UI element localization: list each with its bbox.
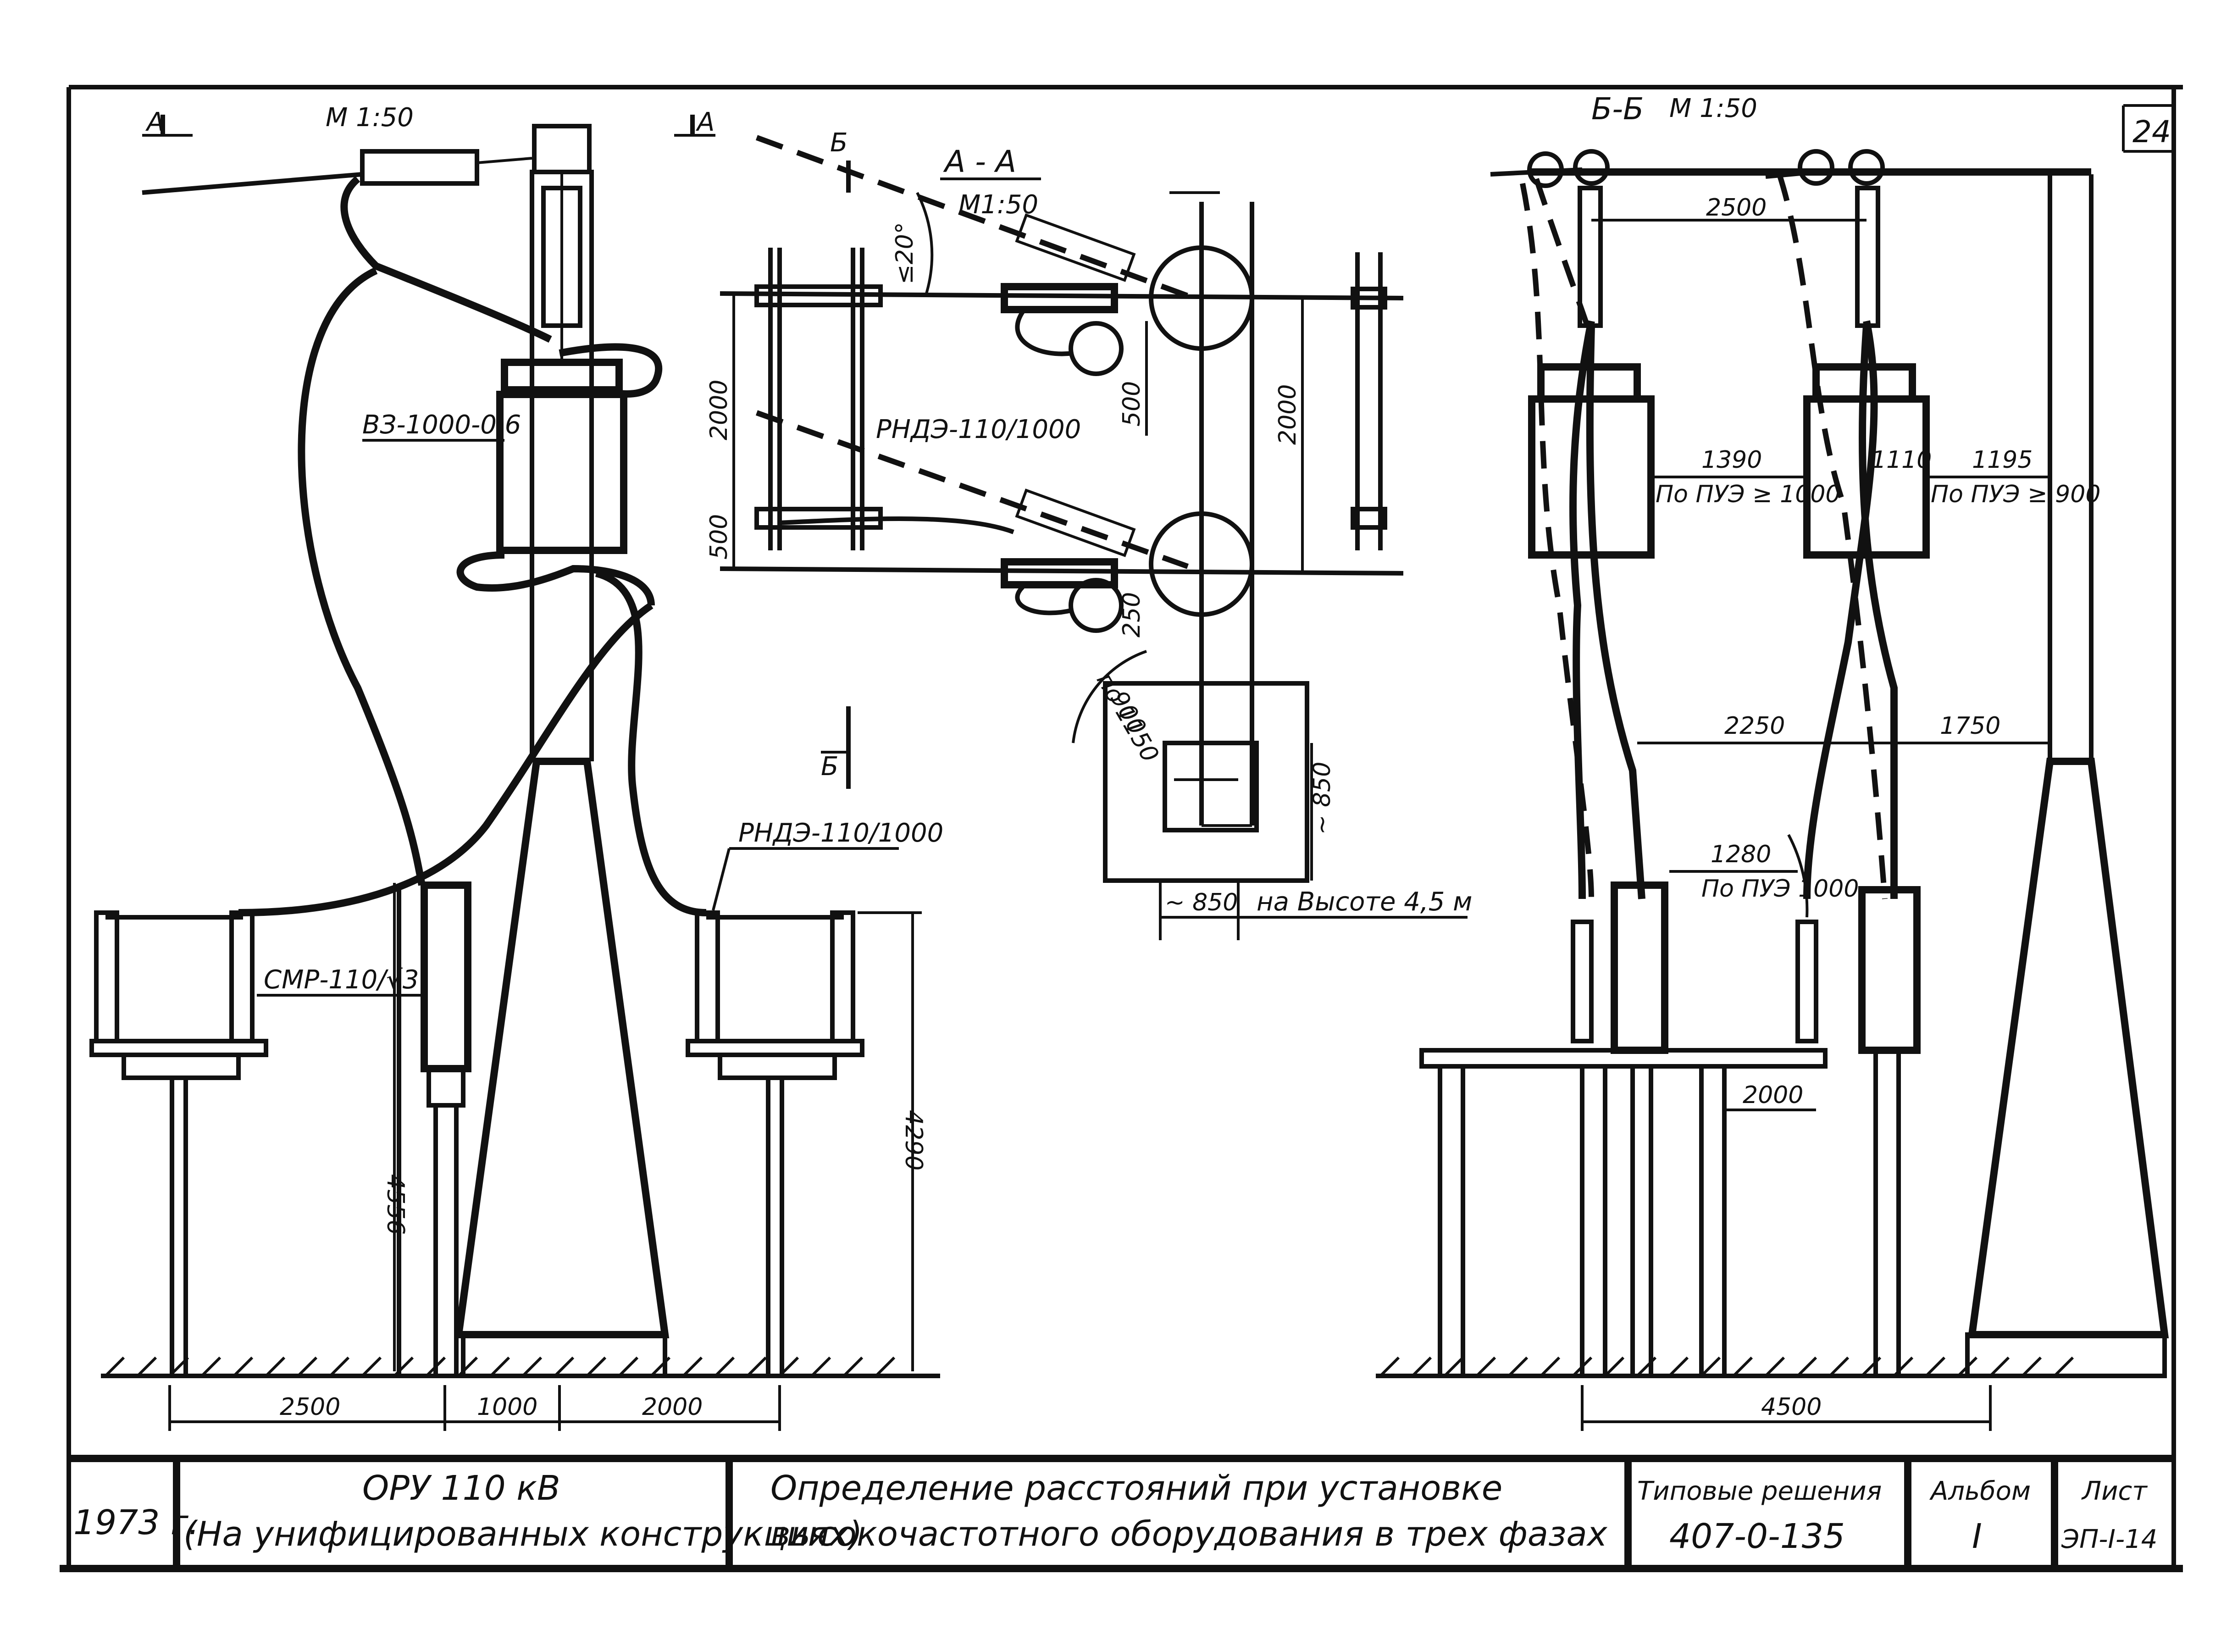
- view1-dim-2000: 2000: [642, 1393, 703, 1421]
- section-bb-dim-1110: 1110: [1871, 446, 1932, 474]
- tb-year: 1973 г.: [73, 1503, 199, 1542]
- section-aa-dim-2000-left: 2000: [705, 380, 733, 440]
- tb-title-line1: Определение расстояний при установке: [770, 1469, 1502, 1508]
- section-aa-dim-500-mid: 500: [1118, 381, 1146, 427]
- section-bb-dim-2500: 2500: [1706, 194, 1767, 222]
- disconnector-label: ВЗ-1000-0,6: [362, 410, 521, 440]
- section-bb-dim-2250: 2250: [1724, 712, 1785, 740]
- section-aa-dim-850-v: ~ 850: [1308, 762, 1336, 835]
- section-bb-dim-4500: 4500: [1761, 1393, 1822, 1421]
- view1-trap-label: РНДЭ-110/1000: [738, 818, 943, 848]
- section-aa-trap-label: РНДЭ-110/1000: [876, 415, 1081, 444]
- section-aa-dim-850-h: ~ 850: [1165, 889, 1238, 916]
- view1-marker-a-left: A: [145, 107, 164, 137]
- section-aa-marker-b-top: Б: [830, 128, 847, 158]
- tb-album-label: Альбом: [1929, 1476, 2031, 1506]
- title-block: [69, 1455, 2174, 1569]
- section-bb-dim-1750: 1750: [1940, 712, 2000, 740]
- sheet-number: 24: [2132, 114, 2171, 150]
- section-aa-height-note: на Высоте 4,5 м: [1257, 887, 1472, 917]
- section-bb-title: Б-Б: [1591, 91, 1644, 127]
- section-bb-pue-1000b: По ПУЭ 1000: [1701, 875, 1859, 903]
- tb-series-number: 407-0-135: [1669, 1517, 1845, 1556]
- capacitor-label: СМР-110/√3: [264, 965, 419, 995]
- section-bb-pue-900: По ПУЭ ≥ 900: [1931, 481, 2100, 508]
- view1-dim-1000: 1000: [477, 1393, 537, 1421]
- tb-title-line2: высокочастотного оборудования в трех фаз…: [770, 1514, 1608, 1554]
- section-bb-dim-2000: 2000: [1743, 1081, 1803, 1109]
- tb-object-line2: (На унифицированных конструкциях): [183, 1514, 862, 1554]
- sheet-frame: [60, 85, 2183, 1572]
- section-bb-pue-1000: По ПУЭ ≥ 1000: [1656, 481, 1841, 508]
- section-aa-marker-b-bottom: Б: [821, 752, 838, 782]
- tb-sheet-value: ЭП-I-14: [2061, 1524, 2157, 1554]
- section-bb-scale: М 1:50: [1669, 94, 1757, 123]
- view1-marker-a-right: A: [696, 107, 714, 137]
- section-aa-dim-250: 250: [1118, 592, 1146, 638]
- section-aa-dim-500-left: 500: [705, 514, 733, 560]
- view1-dim-2500: 2500: [280, 1393, 340, 1421]
- view1-scale: M 1:50: [326, 103, 414, 133]
- tb-object-line1: ОРУ 110 кВ: [362, 1469, 560, 1508]
- section-bb-dim-1280: 1280: [1711, 841, 1771, 868]
- section-bb-dim-1390: 1390: [1701, 446, 1762, 474]
- tb-album-value: I: [1972, 1517, 1982, 1556]
- section-b-b: [1376, 149, 2169, 1431]
- section-aa-angle: ≤20°: [891, 222, 919, 284]
- section-a-a: [720, 135, 1468, 940]
- section-aa-dim-2000-right: 2000: [1274, 384, 1302, 445]
- dim-4290: 4290: [900, 1110, 927, 1170]
- section-aa-title: А - А: [943, 144, 1016, 179]
- section-bb-dim-1195: 1195: [1972, 446, 2033, 474]
- tb-sheet-label: Лист: [2081, 1476, 2148, 1506]
- section-aa-scale: М1:50: [958, 190, 1038, 220]
- dim-4556: 4556: [382, 1174, 409, 1235]
- tb-series-label: Типовые решения: [1637, 1476, 1882, 1506]
- view-1-elevation: [89, 115, 940, 1431]
